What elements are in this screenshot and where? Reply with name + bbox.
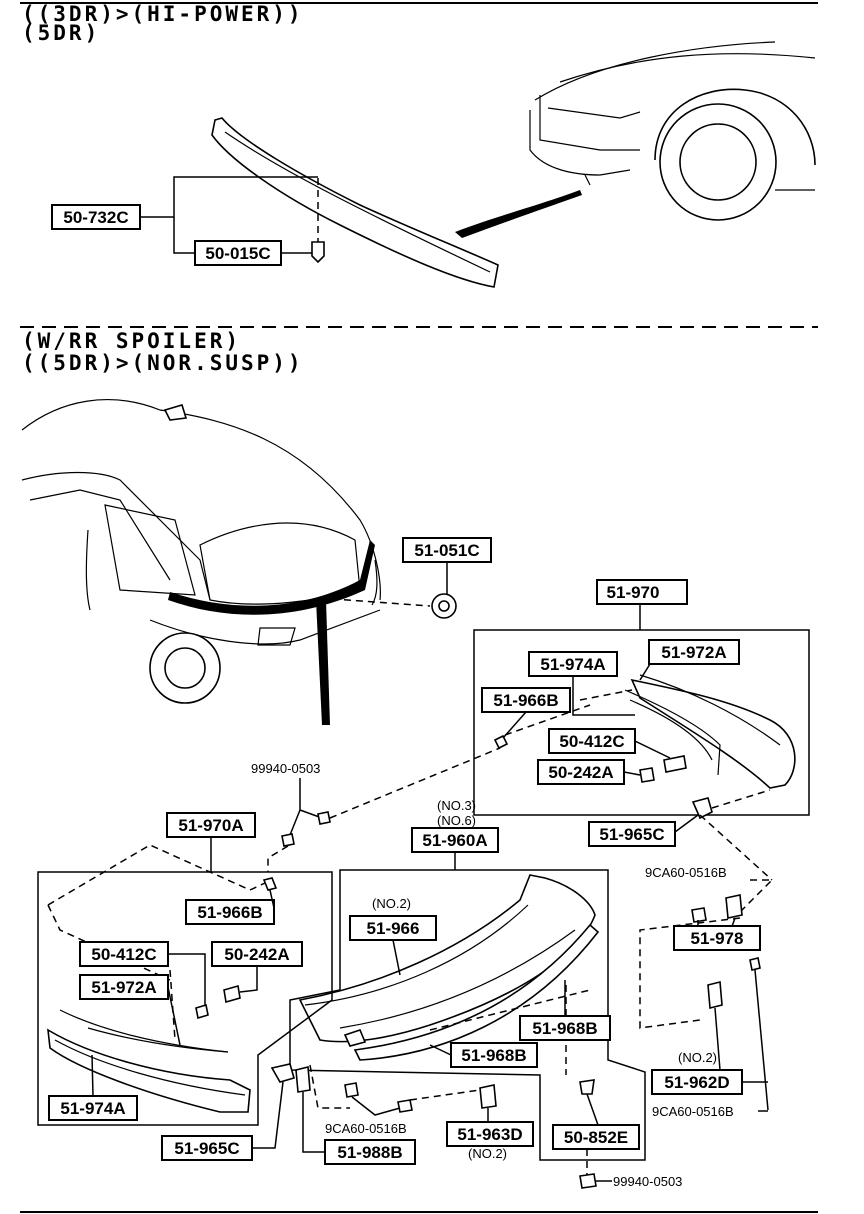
svg-text:51-963D: 51-963D — [457, 1125, 522, 1144]
label-51-051C[interactable]: 51-051C — [402, 537, 492, 563]
label-51-965C-left[interactable]: 51-965C — [161, 1135, 253, 1161]
nut-99940-0503-bottom-icon — [579, 1173, 597, 1189]
rear-spoiler-lower-strip — [353, 923, 600, 1061]
note-99940-0503-bottom: 99940-0503 — [613, 1174, 682, 1189]
group-51-960A — [289, 869, 646, 1161]
label-51-970[interactable]: 51-970 — [596, 579, 688, 605]
grommet-51-051C-icon — [431, 593, 457, 619]
svg-text:51-051C: 51-051C — [414, 541, 479, 560]
section2-header-line1: (W/RR SPOILER) — [22, 329, 241, 353]
svg-text:51-988B: 51-988B — [337, 1143, 402, 1162]
note-no2-966: (NO.2) — [372, 896, 411, 911]
label-51-966B-right[interactable]: 51-966B — [481, 687, 571, 713]
right-side-spoiler-part — [630, 678, 796, 789]
bolt-9CA60-right-icon — [691, 907, 707, 923]
svg-text:50-852E: 50-852E — [564, 1128, 628, 1147]
label-50-242A-right[interactable]: 50-242A — [537, 759, 625, 785]
label-50-412C-right[interactable]: 50-412C — [548, 728, 636, 754]
clip-50-852E-icon — [579, 1079, 595, 1095]
svg-text:51-978: 51-978 — [691, 929, 744, 948]
bracket-51-962D-icon — [707, 980, 723, 1010]
svg-text:50-015C: 50-015C — [205, 244, 270, 263]
label-51-972A-right[interactable]: 51-972A — [648, 639, 740, 665]
group-51-970 — [473, 629, 810, 816]
left-side-spoiler-part — [47, 1028, 251, 1113]
note-9CA60-right-top: 9CA60-0516B — [645, 865, 727, 880]
label-51-974A-left[interactable]: 51-974A — [48, 1095, 138, 1121]
bracket-51-963D-icon — [479, 1084, 497, 1109]
label-50-732C[interactable]: 50-732C — [51, 204, 141, 230]
svg-text:51-974A: 51-974A — [540, 655, 605, 674]
label-51-970A[interactable]: 51-970A — [166, 812, 256, 838]
car-rear-illustration — [21, 399, 381, 725]
label-51-972A-left[interactable]: 51-972A — [79, 974, 169, 1000]
note-9CA60-bottom: 9CA60-0516B — [325, 1121, 407, 1136]
svg-text:51-974A: 51-974A — [60, 1099, 125, 1118]
label-51-965C-right[interactable]: 51-965C — [588, 821, 676, 847]
nut-99940-0503-icon — [281, 833, 295, 847]
bracket-51-988B-icon — [295, 1065, 311, 1093]
bracket-51-965C-right-icon — [691, 797, 713, 820]
clip-50-015C-icon — [311, 241, 325, 264]
label-51-962D[interactable]: 51-962D — [651, 1069, 743, 1095]
car-front-illustration — [455, 41, 816, 238]
front-air-dam-strip — [211, 117, 499, 288]
label-51-968B-upper[interactable]: 51-968B — [519, 1015, 611, 1041]
label-51-963D[interactable]: 51-963D — [446, 1121, 534, 1147]
label-51-968B-lower[interactable]: 51-968B — [450, 1042, 538, 1068]
svg-text:51-970: 51-970 — [607, 583, 660, 602]
label-50-242A-left[interactable]: 50-242A — [211, 941, 303, 967]
svg-text:50-412C: 50-412C — [559, 732, 624, 751]
svg-text:51-965C: 51-965C — [599, 825, 664, 844]
svg-text:51-970A: 51-970A — [178, 816, 243, 835]
note-no6: (NO.6) — [437, 813, 476, 828]
label-51-974A-right[interactable]: 51-974A — [528, 651, 618, 677]
bracket-51-965C-left-icon — [270, 1063, 295, 1083]
svg-text:51-960A: 51-960A — [422, 831, 487, 850]
svg-text:51-968B: 51-968B — [461, 1046, 526, 1065]
label-51-966[interactable]: 51-966 — [349, 915, 437, 941]
label-50-412C-left[interactable]: 50-412C — [79, 941, 169, 967]
svg-text:51-966B: 51-966B — [197, 903, 262, 922]
svg-text:51-972A: 51-972A — [91, 978, 156, 997]
svg-text:51-968B: 51-968B — [532, 1019, 597, 1038]
svg-text:50-242A: 50-242A — [548, 763, 613, 782]
label-51-978[interactable]: 51-978 — [673, 925, 761, 951]
note-99940-0503-top: 99940-0503 — [251, 761, 320, 776]
note-9CA60-right-bottom: 9CA60-0516B — [652, 1104, 734, 1119]
section2-header-line2: ((5DR)>(NOR.SUSP)) — [22, 351, 304, 375]
rear-spoiler-main — [298, 874, 596, 1043]
label-50-852E[interactable]: 50-852E — [552, 1124, 640, 1150]
group-51-970A — [37, 871, 333, 1126]
svg-text:51-962D: 51-962D — [664, 1073, 729, 1092]
note-no2-962D: (NO.2) — [678, 1050, 717, 1065]
svg-text:51-972A: 51-972A — [661, 643, 726, 662]
bolt-9CA60-bottom-b-icon — [397, 1099, 413, 1113]
note-no3: (NO.3) — [437, 798, 476, 813]
note-no2-963D: (NO.2) — [468, 1146, 507, 1161]
svg-text:50-732C: 50-732C — [63, 208, 128, 227]
svg-text:50-412C: 50-412C — [91, 945, 156, 964]
bracket-51-978-icon — [725, 894, 743, 919]
svg-text:50-242A: 50-242A — [224, 945, 289, 964]
svg-text:51-966: 51-966 — [367, 919, 420, 938]
section1-header-line1: ((3DR)>(HI-POWER)) — [22, 2, 304, 26]
svg-text:51-966B: 51-966B — [493, 691, 558, 710]
label-50-015C[interactable]: 50-015C — [194, 240, 282, 266]
section1-header-line2: (5DR) — [22, 21, 100, 45]
label-51-966B-left[interactable]: 51-966B — [185, 899, 275, 925]
bolt-9CA60-bottom-a-icon — [344, 1082, 359, 1098]
svg-text:51-965C: 51-965C — [174, 1139, 239, 1158]
label-51-988B[interactable]: 51-988B — [324, 1139, 416, 1165]
label-51-960A[interactable]: 51-960A — [411, 827, 499, 853]
